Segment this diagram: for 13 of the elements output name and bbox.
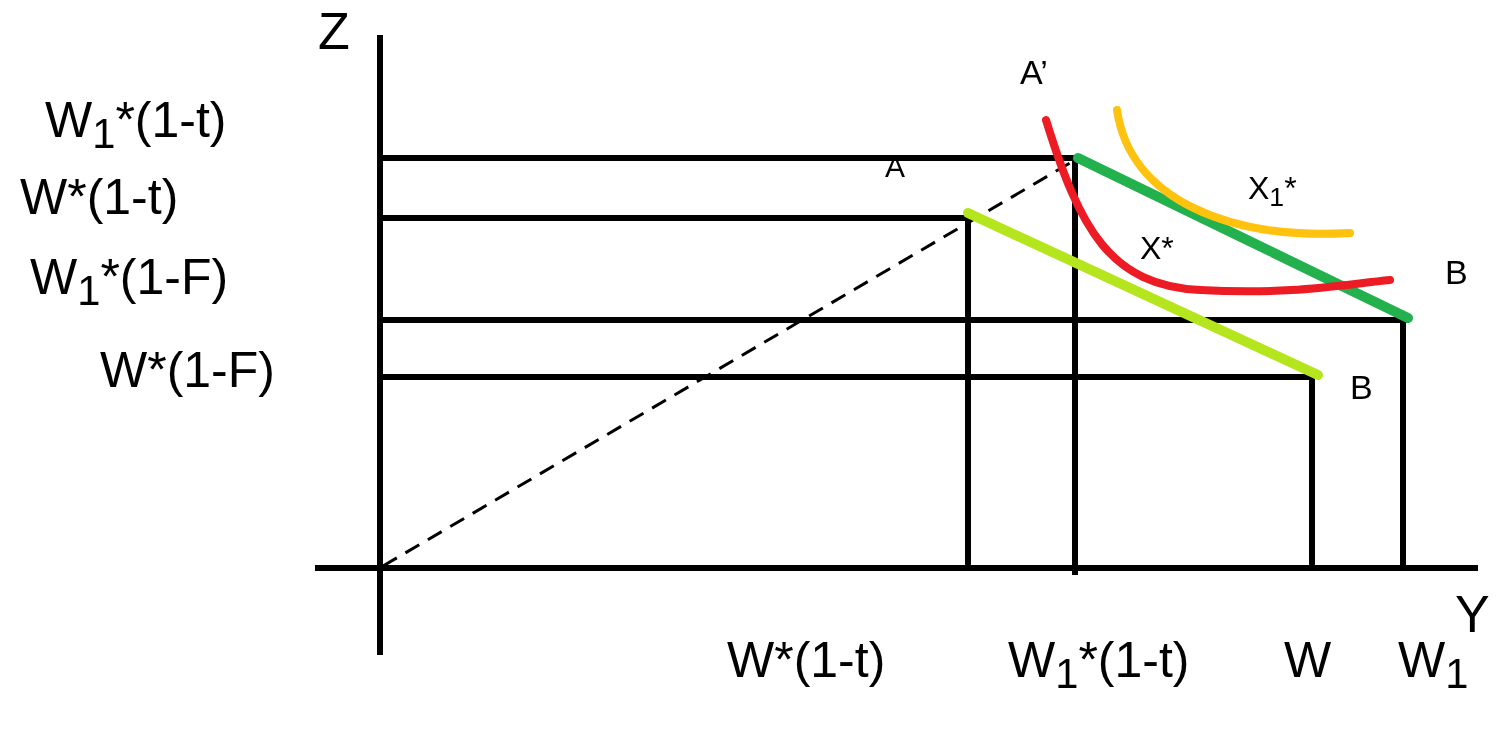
point-label: A’ xyxy=(1020,55,1048,89)
tick-label: W*(1-t) xyxy=(727,635,886,685)
axis-label: Z xyxy=(318,5,350,57)
tick-label: W$_{1}$*(1-t) xyxy=(1008,635,1190,695)
tick-label: W$_{1}$*(1-t) xyxy=(45,95,227,155)
tick-label: W xyxy=(1284,635,1332,685)
tick-label: W*(1-F) xyxy=(100,345,275,395)
point-label: B xyxy=(1350,370,1373,404)
tick-label: W*(1-t) xyxy=(20,172,179,222)
curve-label: X* xyxy=(1140,232,1174,264)
tick-label: W$_{1}$*(1-F) xyxy=(30,252,229,312)
curve-label: X$_{1}$* xyxy=(1248,172,1297,212)
point-label: B xyxy=(1445,255,1468,289)
